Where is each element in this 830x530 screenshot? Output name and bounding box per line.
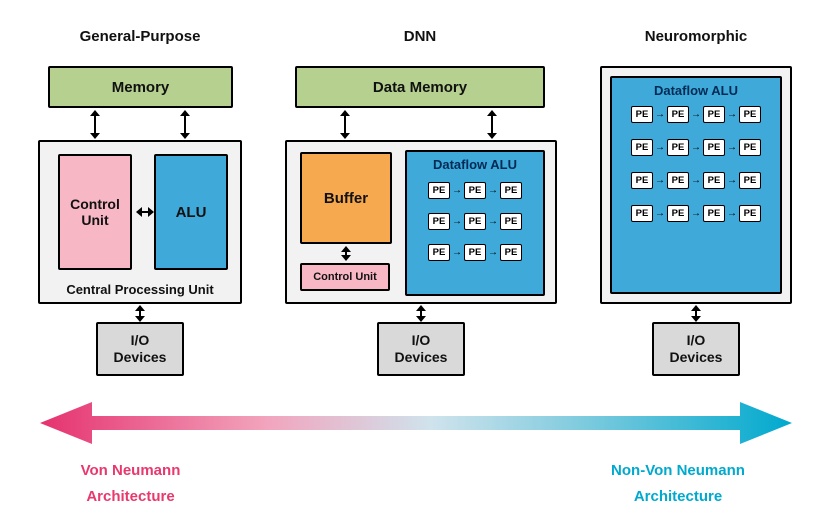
non-von-neumann-label: Non-Von Neumann Architecture	[588, 458, 768, 511]
control-alu-arrow-icon	[136, 206, 154, 218]
io-label-line1: I/O	[411, 331, 431, 348]
datamemory-buffer-arrow-icon	[339, 110, 351, 139]
pe-box: PE	[703, 106, 725, 123]
alu-box: ALU	[154, 154, 228, 270]
io-label-line2: Devices	[113, 349, 167, 365]
pe-flow-arrow-icon: →	[655, 174, 665, 186]
memory-cpu-arrow-right-icon	[179, 110, 191, 139]
dnn-accelerator-box: Buffer Control Unit Dataflow ALU PE→PE→P…	[285, 140, 557, 304]
pe-row: PE→PE→PE	[428, 213, 522, 230]
dnn-io-arrow-icon	[415, 305, 427, 322]
pe-flow-arrow-icon: →	[488, 184, 498, 196]
buffer-control-arrow-icon	[340, 246, 352, 261]
pe-box: PE	[739, 172, 761, 189]
pe-box: PE	[631, 139, 653, 156]
io-label-line1: I/O	[130, 331, 150, 348]
pe-box: PE	[428, 244, 450, 261]
pe-box: PE	[703, 172, 725, 189]
io-label-line2: Devices	[394, 349, 448, 365]
non-von-neumann-line2: Architecture	[633, 488, 723, 506]
pe-box: PE	[464, 213, 486, 230]
pe-box: PE	[739, 106, 761, 123]
memory-box: Memory	[48, 66, 233, 108]
von-neumann-label: Von Neumann Architecture	[48, 458, 213, 511]
pe-box: PE	[428, 182, 450, 199]
io-devices-box: I/O Devices	[96, 322, 184, 376]
pe-flow-arrow-icon: →	[691, 207, 701, 219]
datamemory-dataflow-arrow-icon	[486, 110, 498, 139]
dnn-title: DNN	[403, 28, 437, 45]
pe-flow-arrow-icon: →	[727, 108, 737, 120]
io-devices-box: I/O Devices	[652, 322, 740, 376]
pe-row: PE→PE→PE→PE	[631, 205, 761, 222]
memory-cpu-arrow-left-icon	[89, 110, 101, 139]
pe-flow-arrow-icon: →	[691, 108, 701, 120]
pe-box: PE	[703, 205, 725, 222]
pe-flow-arrow-icon: →	[655, 141, 665, 153]
cpu-io-arrow-icon	[134, 305, 146, 322]
pe-box: PE	[500, 213, 522, 230]
pe-box: PE	[667, 205, 689, 222]
von-neumann-line1: Von Neumann	[80, 462, 181, 479]
pe-box: PE	[739, 205, 761, 222]
pe-flow-arrow-icon: →	[727, 174, 737, 186]
pe-row: PE→PE→PE	[428, 244, 522, 261]
pe-box: PE	[739, 139, 761, 156]
neuromorphic-title: Neuromorphic	[644, 28, 748, 45]
pe-box: PE	[464, 244, 486, 261]
control-unit-box: Control Unit	[58, 154, 132, 270]
io-label-line2: Devices	[669, 349, 723, 365]
pe-box: PE	[667, 106, 689, 123]
cpu-box: Control Unit ALU Central Processing Unit	[38, 140, 242, 304]
pe-row: PE→PE→PE→PE	[631, 106, 761, 123]
von-neumann-line2: Architecture	[86, 488, 175, 506]
dnn-control-unit-box: Control Unit	[300, 263, 390, 291]
pe-box: PE	[631, 106, 653, 123]
general-purpose-title: General-Purpose	[79, 28, 201, 45]
pe-flow-arrow-icon: →	[488, 246, 498, 258]
pe-row: PE→PE→PE→PE	[631, 139, 761, 156]
pe-box: PE	[500, 182, 522, 199]
pe-flow-arrow-icon: →	[452, 246, 462, 258]
pe-box: PE	[667, 139, 689, 156]
pe-flow-arrow-icon: →	[452, 215, 462, 227]
pe-flow-arrow-icon: →	[691, 141, 701, 153]
dataflow-alu-title: Dataflow ALU	[432, 157, 518, 172]
pe-flow-arrow-icon: →	[655, 108, 665, 120]
pe-box: PE	[428, 213, 450, 230]
data-memory-box: Data Memory	[295, 66, 545, 108]
pe-row: PE→PE→PE	[428, 182, 522, 199]
dataflow-alu-title: Dataflow ALU	[653, 83, 739, 98]
pe-box: PE	[631, 205, 653, 222]
pe-flow-arrow-icon: →	[691, 174, 701, 186]
buffer-box: Buffer	[300, 152, 392, 244]
cpu-caption: Central Processing Unit	[66, 282, 214, 297]
spectrum-arrow-icon	[40, 402, 792, 444]
pe-box: PE	[464, 182, 486, 199]
pe-box: PE	[667, 172, 689, 189]
pe-flow-arrow-icon: →	[727, 141, 737, 153]
neuromorphic-io-arrow-icon	[690, 305, 702, 322]
pe-box: PE	[631, 172, 653, 189]
non-von-neumann-line1: Non-Von Neumann	[611, 462, 745, 479]
pe-flow-arrow-icon: →	[727, 207, 737, 219]
io-label-line1: I/O	[686, 331, 706, 348]
pe-row: PE→PE→PE→PE	[631, 172, 761, 189]
pe-flow-arrow-icon: →	[488, 215, 498, 227]
io-devices-box: I/O Devices	[377, 322, 465, 376]
pe-box: PE	[500, 244, 522, 261]
pe-box: PE	[703, 139, 725, 156]
pe-flow-arrow-icon: →	[452, 184, 462, 196]
pe-flow-arrow-icon: →	[655, 207, 665, 219]
